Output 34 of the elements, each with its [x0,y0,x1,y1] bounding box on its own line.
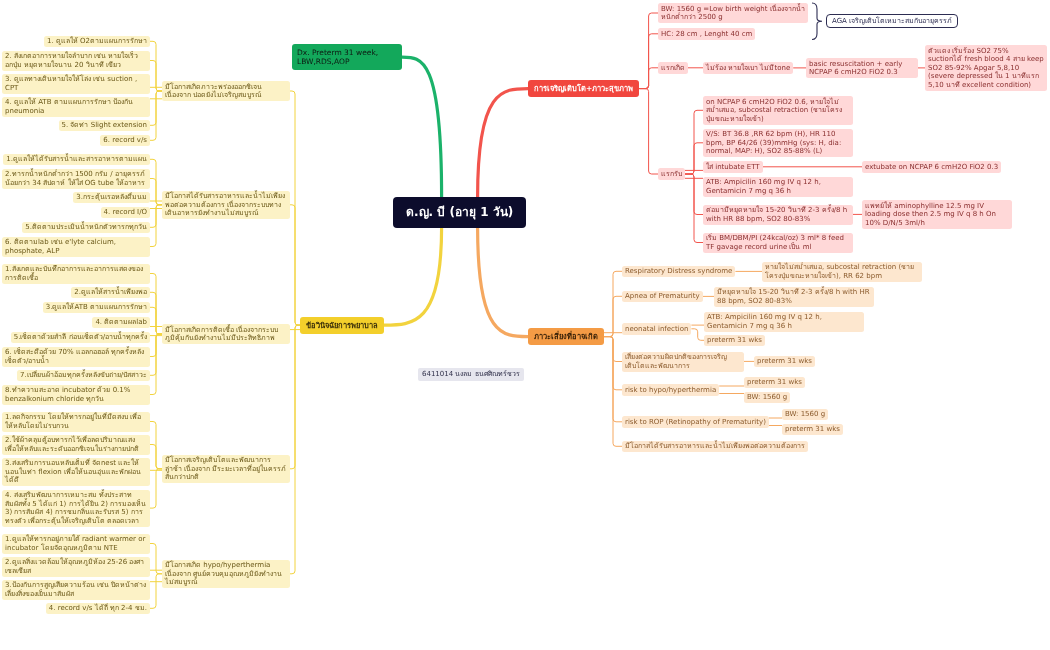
connector-line [718,393,745,394]
connector-line [149,204,163,247]
connector-line [768,425,783,426]
connector-line [684,173,704,243]
connector-line [917,67,926,69]
connector-line [149,200,163,202]
connector-line [384,227,444,327]
connector-line [149,335,163,337]
connector-line [690,328,705,341]
connector-line [149,326,163,327]
connector-line [476,87,528,198]
connector-line [603,336,623,447]
connector-line [289,204,301,326]
connector-line [638,88,659,175]
central-topic: ด.ญ. บี (อายุ 1 วัน) [393,197,527,228]
connector-line [149,569,163,571]
connector-line [852,213,863,215]
connector-line [149,469,163,471]
connector-line [762,166,863,168]
connector-line [734,270,763,272]
connector-line [687,67,704,69]
connector-line [149,86,163,88]
connector-line [690,324,705,326]
connector-line [743,360,755,362]
connector-line [603,332,623,334]
connector-line [401,55,444,198]
connector-line [792,67,807,69]
connector-line [684,177,704,179]
connector-line [718,385,745,387]
connector-line [702,295,715,297]
connector-line [684,169,704,171]
connector-line [768,417,783,419]
connector-line [476,227,528,339]
connector-line [149,90,163,141]
